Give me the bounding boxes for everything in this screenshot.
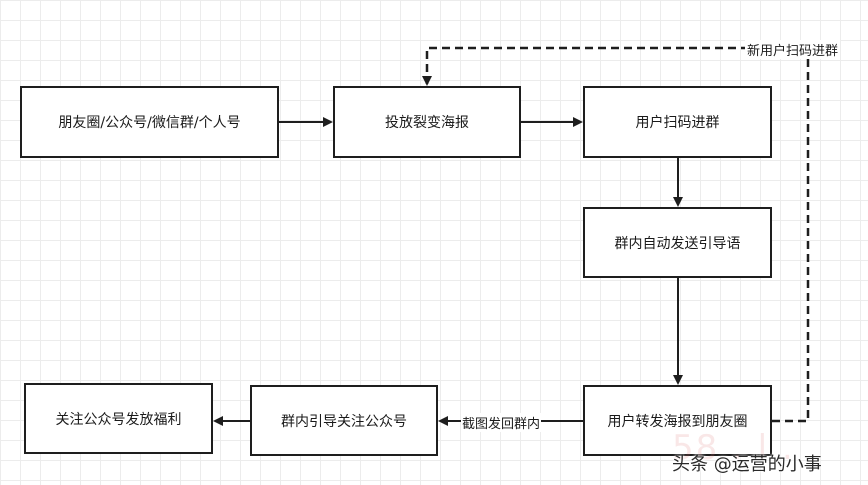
node-scan-join: 用户扫码进群 (583, 86, 772, 158)
node-guide-follow: 群内引导关注公众号 (250, 385, 438, 456)
edge-label-new-user-scan: 新用户扫码进群 (745, 40, 841, 59)
node-share-poster: 用户转发海报到朋友圈 (583, 385, 772, 456)
node-poster-label: 投放裂变海报 (385, 115, 469, 131)
node-share-poster-label: 用户转发海报到朋友圈 (607, 413, 748, 430)
node-follow-reward: 关注公众号发放福利 (24, 383, 213, 454)
node-auto-message: 群内自动发送引导语 (583, 207, 772, 278)
node-channels-label: 朋友圈/公众号/微信群/个人号 (58, 115, 241, 131)
node-auto-message-label: 群内自动发送引导语 (614, 235, 741, 252)
node-guide-follow-label: 群内引导关注公众号 (281, 413, 407, 430)
node-follow-reward-label: 关注公众号发放福利 (55, 411, 182, 428)
edge-label-screenshot-back: 截图发回群内 (461, 413, 542, 432)
watermark-faint: 58 . l . (672, 428, 795, 468)
node-poster: 投放裂变海报 (333, 86, 521, 158)
node-scan-join-label: 用户扫码进群 (635, 115, 720, 131)
watermark-main: 头条 @运营的小事 (672, 454, 822, 475)
node-channels: 朋友圈/公众号/微信群/个人号 (20, 86, 279, 158)
